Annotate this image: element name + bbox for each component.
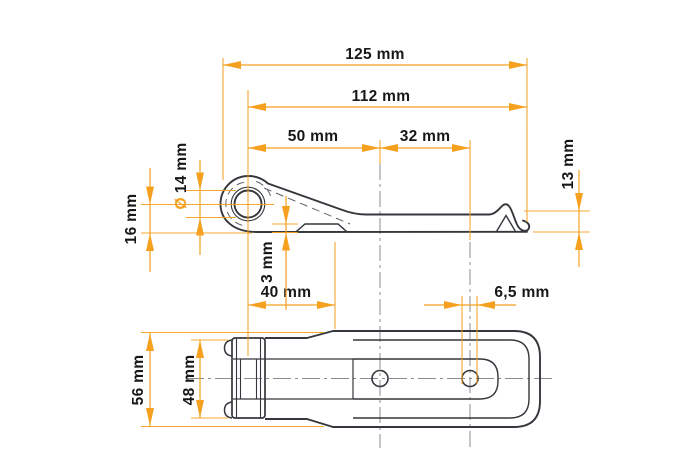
dimension-16mm: 16 mm <box>123 168 154 272</box>
dimension-3mm: 3 mm <box>259 196 290 310</box>
rolled-edge-bulge-bottom <box>223 401 233 419</box>
top-view-mid-contour <box>353 339 530 419</box>
dimension-label: 125 mm <box>345 46 405 63</box>
dimension-label: 48 mm <box>181 355 198 406</box>
arrowhead-left <box>248 103 266 111</box>
arrowhead-top <box>146 333 154 351</box>
arrowhead-bottom <box>146 233 154 251</box>
arrowhead-bottom <box>196 217 204 236</box>
arrowhead-right <box>317 301 335 309</box>
top-view-inner-contour <box>353 358 499 400</box>
top-view-outer-contour <box>265 330 541 428</box>
dimension-6-5mm: 6,5 mm <box>424 284 549 309</box>
extension-lines <box>141 58 590 428</box>
bend-hidden-line <box>263 187 351 225</box>
arrowhead-left <box>248 301 266 309</box>
dimension-125mm: 125 mm <box>223 46 527 69</box>
dimensions: 125 mm 112 mm 50 mm 32 mm 40 mm <box>123 46 583 426</box>
dimension-label: 50 mm <box>288 128 339 145</box>
dimension-hole-diameter-14mm: Ø 14 mm <box>173 143 204 255</box>
arrowhead-top <box>282 206 290 224</box>
diameter-symbol: Ø <box>173 197 190 209</box>
dimension-13mm: 13 mm <box>560 139 583 267</box>
arrowhead-left <box>380 144 398 152</box>
arrowhead-left <box>248 144 266 152</box>
arrowhead-bottom <box>196 400 204 418</box>
dimension-value: 14 mm <box>173 143 190 194</box>
dimension-label: 16 mm <box>123 194 140 245</box>
arrowhead-top <box>196 340 204 358</box>
arrowhead-left <box>444 301 462 309</box>
arrowhead-right <box>477 301 495 309</box>
side-view-outline <box>219 175 531 233</box>
arrowhead-right <box>452 144 470 152</box>
arrowhead-bottom <box>575 232 583 250</box>
dimension-label: 3 mm <box>259 241 276 283</box>
centerlines <box>186 164 556 448</box>
arrowhead-right <box>509 103 527 111</box>
arrowhead-bottom <box>146 408 154 426</box>
eye-seam-arc-top <box>254 180 272 196</box>
dimension-48mm: 48 mm <box>181 340 204 418</box>
dimension-label: Ø 14 mm <box>173 143 190 210</box>
step-edge-line <box>295 223 348 233</box>
dimension-112mm: 112 mm <box>248 88 527 111</box>
mid-hole <box>371 369 389 388</box>
arrowhead-right <box>509 61 527 69</box>
dimension-label: 6,5 mm <box>494 284 549 301</box>
top-view <box>223 330 541 428</box>
detent-inner-line <box>495 214 517 232</box>
rolled-edge-bulge-top <box>223 339 233 357</box>
arrowhead-top <box>196 172 204 191</box>
arrowhead-top <box>146 186 154 205</box>
dimension-32mm: 32 mm <box>380 128 470 152</box>
dimension-label: 32 mm <box>400 128 451 145</box>
dimension-label: 56 mm <box>130 355 147 406</box>
arrowhead-left <box>223 61 241 69</box>
dimension-label: 112 mm <box>352 88 411 105</box>
dimension-50mm: 50 mm <box>248 128 380 152</box>
arrowhead-bottom <box>282 232 290 251</box>
arrowhead-top <box>575 193 583 211</box>
dimension-label: 13 mm <box>560 139 577 190</box>
eye-seam-arc-left <box>225 181 245 226</box>
dimension-56mm: 56 mm <box>130 333 154 426</box>
arrowhead-right <box>362 144 380 152</box>
